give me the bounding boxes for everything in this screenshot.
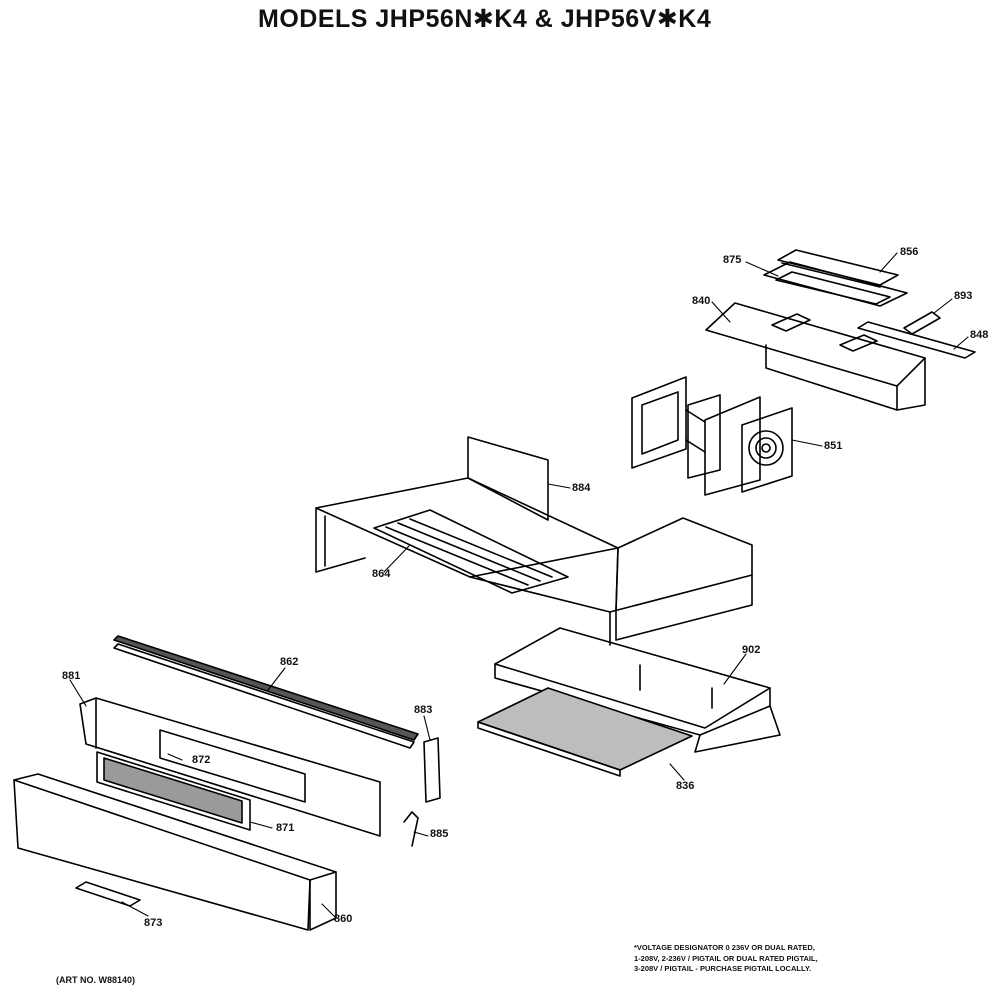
label-848: 848 (970, 329, 989, 341)
label-864: 864 (372, 568, 391, 580)
voltage-note: *VOLTAGE DESIGNATOR 0 236V OR DUAL RATED… (634, 943, 818, 975)
label-840: 840 (692, 295, 711, 307)
part-840-top-cover (705, 302, 926, 411)
label-862: 862 (280, 656, 299, 668)
part-848-strip (857, 321, 976, 359)
part-871-glass-window (96, 751, 251, 831)
note-line: 3-208V / PIGTAIL - PURCHASE PIGTAIL LOCA… (634, 964, 812, 973)
part-873-handle (75, 881, 141, 907)
part-856-top-panel (777, 249, 899, 288)
label-873: 873 (144, 917, 163, 929)
part-862-rail (113, 635, 419, 749)
label-902: 902 (742, 644, 761, 656)
part-884-housing (315, 436, 753, 646)
label-884: 884 (572, 482, 591, 494)
part-851-blower-assembly (631, 376, 793, 496)
diagram-title: MODELS JHP56N✱K4 & JHP56V✱K4 (258, 5, 712, 33)
label-871: 871 (276, 822, 295, 834)
note-line: 1-208V, 2-236V / PIGTAIL OR DUAL RATED P… (634, 953, 818, 963)
label-836: 836 (676, 780, 695, 792)
part-885-bracket (403, 811, 419, 847)
label-893: 893 (954, 290, 973, 302)
label-885: 885 (430, 828, 449, 840)
label-883: 883 (414, 704, 433, 716)
part-875-insulation (763, 261, 908, 307)
part-883-end-cap (423, 737, 441, 803)
part-864-vent-grille (373, 509, 569, 594)
part-881-control-panel (79, 697, 381, 837)
label-881: 881 (62, 670, 81, 682)
part-893-bracket (903, 311, 941, 335)
art-number: (ART NO. W88140) (56, 975, 136, 985)
label-851: 851 (824, 440, 843, 452)
label-872: 872 (192, 754, 211, 766)
part-860-front-panel (13, 773, 337, 931)
part-836-grease-filter (477, 687, 693, 777)
part-902-lower-housing (494, 627, 781, 753)
label-860: 860 (334, 913, 353, 925)
leader-lines (69, 252, 969, 919)
label-875: 875 (723, 254, 742, 266)
note-line: *VOLTAGE DESIGNATOR 0 236V OR DUAL RATED… (634, 943, 815, 952)
label-856: 856 (900, 246, 919, 258)
